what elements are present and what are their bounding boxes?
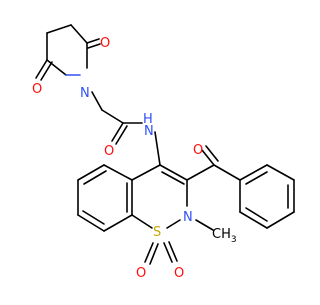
thiazine-ring (131, 164, 188, 229)
succinimide-ring (46, 24, 88, 76)
atom-o-sulfonyl-right: O (174, 266, 184, 281)
bond-nh-c4 (154, 131, 161, 166)
methyl-label: CH3 (212, 227, 237, 245)
benzo-ring (77, 164, 133, 232)
sulfonyl-oxygens (144, 241, 178, 265)
molecule-structure: O N O O H N O N S O O CH3 (32, 24, 295, 281)
bond-n-ch2 (91, 91, 103, 111)
atom-n-ring: N (183, 210, 193, 225)
atom-o-ketone: O (193, 143, 203, 158)
atom-n-imide: N (80, 86, 90, 101)
atom-o-imide-bottom: O (32, 82, 42, 97)
carbonyl-bottom (35, 59, 53, 81)
bond-ketone-co (201, 149, 215, 166)
atom-o-sulfonyl-left: O (136, 266, 146, 281)
bond-c3-benzoyl (186, 164, 215, 181)
atom-h-amide: H (143, 112, 153, 127)
atom-s-ring: S (153, 225, 161, 240)
bond-ch2-co (101, 109, 124, 124)
phenyl-ring (213, 164, 295, 229)
methyl-ch: CH (212, 227, 231, 242)
bond-n-methyl (195, 219, 214, 231)
carbonyl-top (86, 38, 101, 49)
atom-o-imide-top: O (100, 36, 110, 51)
bond-amide-co (111, 122, 124, 142)
atom-o-amide: O (104, 144, 114, 159)
molecule-canvas: O N O O H N O N S O O CH3 (32, 24, 295, 281)
methyl-subscript: 3 (231, 235, 237, 245)
atom-n-amide: N (144, 124, 154, 139)
